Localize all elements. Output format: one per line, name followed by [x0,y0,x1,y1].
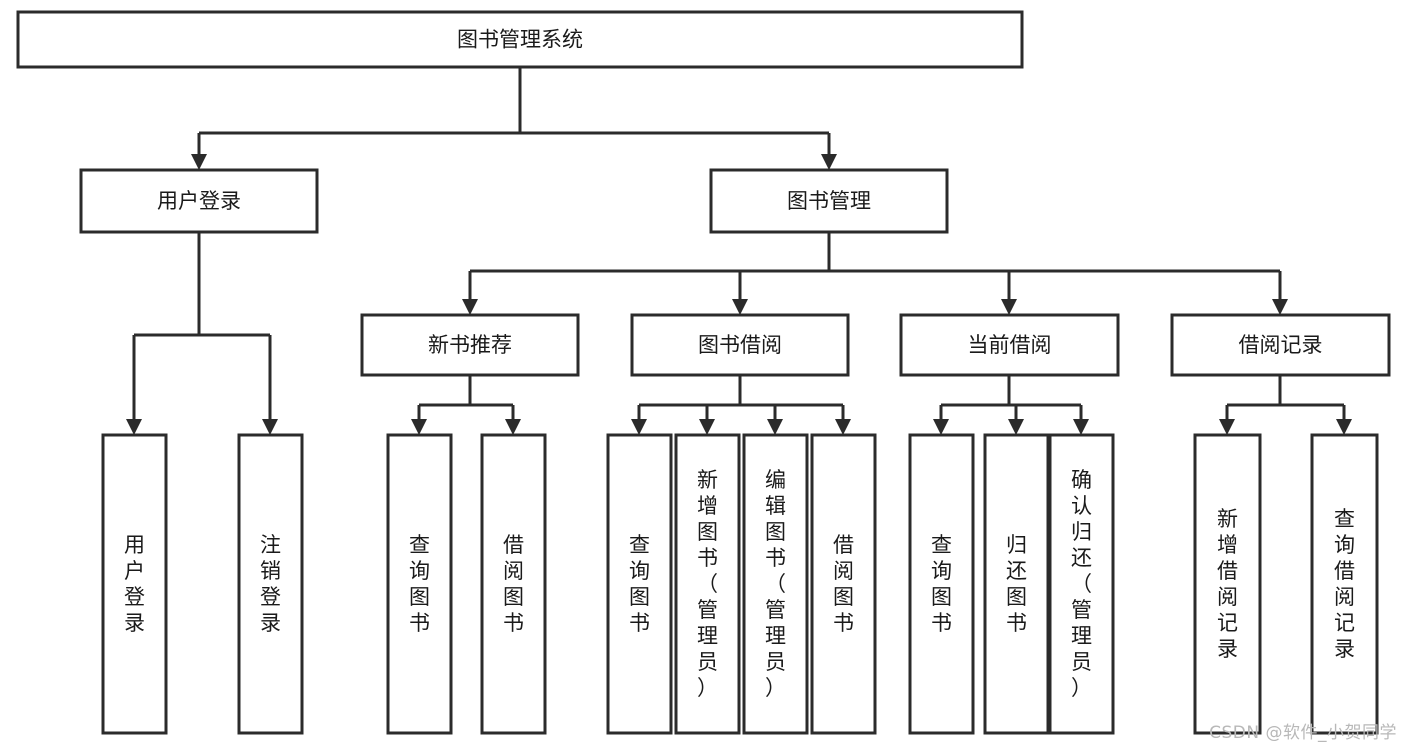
borrow-record-branch-0-arrowhead [1219,419,1235,435]
node-leaf-return-book[interactable]: 归还图书 [983,433,1050,735]
new-book-recommend-branch-0-arrowhead [411,419,427,435]
node-label-leaf-add-record: 新增借阅记录 [1217,507,1238,661]
node-box-book-borrow[interactable] [630,313,850,377]
book-borrow-branch-2-arrowhead [767,419,783,435]
node-box-leaf-user-login[interactable] [101,433,168,735]
node-box-leaf-query-book-3[interactable] [908,433,975,735]
node-label-leaf-query-book-3: 查询图书 [931,533,952,635]
node-box-leaf-query-book-2[interactable] [606,433,673,735]
node-leaf-borrow-book-1[interactable]: 借阅图书 [480,433,547,735]
node-leaf-query-book-3[interactable]: 查询图书 [908,433,975,735]
node-label-new-book-recommend: 新书推荐 [428,333,512,357]
node-label-book-borrow: 图书借阅 [698,333,782,357]
node-label-borrow-record: 借阅记录 [1239,333,1323,357]
node-new-book-recommend[interactable]: 新书推荐 [360,313,580,377]
node-book-manage[interactable]: 图书管理 [709,168,949,234]
borrow-record-branch-1-arrowhead [1336,419,1352,435]
node-label-current-borrow: 当前借阅 [968,333,1052,357]
node-box-leaf-add-book[interactable] [674,433,741,735]
nodes-layer: 图书管理系统用户登录图书管理新书推荐图书借阅当前借阅借阅记录用户登录注销登录查询… [16,10,1391,735]
node-leaf-edit-book[interactable]: 编辑图书（管理员） [742,433,809,735]
node-label-leaf-edit-book: 编辑图书（管理员） [765,468,786,700]
book-borrow-branch-1-arrowhead [699,419,715,435]
node-current-borrow[interactable]: 当前借阅 [899,313,1120,377]
node-user-login[interactable]: 用户登录 [79,168,319,234]
user-login-branch-1-arrowhead [262,419,278,435]
book-borrow-branch-0-arrowhead [631,419,647,435]
node-root[interactable]: 图书管理系统 [16,10,1024,69]
node-box-leaf-confirm-return[interactable] [1048,433,1115,735]
node-label-leaf-return-book: 归还图书 [1006,533,1027,635]
node-label-leaf-confirm-return: 确认归还（管理员） [1071,468,1092,700]
node-leaf-confirm-return[interactable]: 确认归还（管理员） [1048,433,1115,735]
book-borrow-branch-3-arrowhead [835,419,851,435]
node-box-current-borrow[interactable] [899,313,1120,377]
new-book-recommend-branch-1-arrowhead [505,419,521,435]
node-label-user-login: 用户登录 [157,189,241,213]
current-borrow-branch-1-arrowhead [1008,419,1024,435]
watermark-text: CSDN @软件_小贺同学 [1209,723,1397,743]
root-branch-0-arrowhead [191,154,207,170]
node-box-borrow-record[interactable] [1170,313,1391,377]
node-box-leaf-borrow-book-2[interactable] [810,433,877,735]
node-leaf-borrow-book-2[interactable]: 借阅图书 [810,433,877,735]
node-box-leaf-logout[interactable] [237,433,304,735]
node-box-leaf-edit-book[interactable] [742,433,809,735]
node-label-leaf-add-book: 新增图书（管理员） [697,468,718,700]
node-leaf-query-book-1[interactable]: 查询图书 [386,433,453,735]
node-leaf-add-record[interactable]: 新增借阅记录 [1193,433,1262,735]
node-box-leaf-query-book-1[interactable] [386,433,453,735]
node-leaf-query-record[interactable]: 查询借阅记录 [1310,433,1379,735]
book-manage-branch-0-arrowhead [462,299,478,315]
node-book-borrow[interactable]: 图书借阅 [630,313,850,377]
node-box-leaf-borrow-book-1[interactable] [480,433,547,735]
node-borrow-record[interactable]: 借阅记录 [1170,313,1391,377]
node-box-new-book-recommend[interactable] [360,313,580,377]
node-box-leaf-query-record[interactable] [1310,433,1379,735]
node-leaf-logout[interactable]: 注销登录 [237,433,304,735]
book-manage-branch-2-arrowhead [1001,299,1017,315]
node-box-user-login[interactable] [79,168,319,234]
connectors-layer [126,67,1352,435]
node-box-book-manage[interactable] [709,168,949,234]
node-label-leaf-query-book-2: 查询图书 [629,533,650,635]
node-label-leaf-borrow-book-2: 借阅图书 [833,533,854,635]
node-leaf-query-book-2[interactable]: 查询图书 [606,433,673,735]
root-branch-1-arrowhead [821,154,837,170]
node-label-leaf-logout: 注销登录 [260,533,281,635]
current-borrow-branch-2-arrowhead [1073,419,1089,435]
book-manage-branch-3-arrowhead [1272,299,1288,315]
node-label-leaf-query-book-1: 查询图书 [409,533,430,635]
user-login-branch-0-arrowhead [126,419,142,435]
book-manage-branch-1-arrowhead [732,299,748,315]
node-label-leaf-query-record: 查询借阅记录 [1334,507,1355,661]
node-leaf-add-book[interactable]: 新增图书（管理员） [674,433,741,735]
node-label-root: 图书管理系统 [457,28,583,52]
node-label-leaf-user-login: 用户登录 [124,533,145,635]
node-label-leaf-borrow-book-1: 借阅图书 [503,533,524,635]
current-borrow-branch-0-arrowhead [933,419,949,435]
node-box-root[interactable] [16,10,1024,69]
node-leaf-user-login[interactable]: 用户登录 [101,433,168,735]
node-box-leaf-add-record[interactable] [1193,433,1262,735]
node-label-book-manage: 图书管理 [787,189,871,213]
node-box-leaf-return-book[interactable] [983,433,1050,735]
